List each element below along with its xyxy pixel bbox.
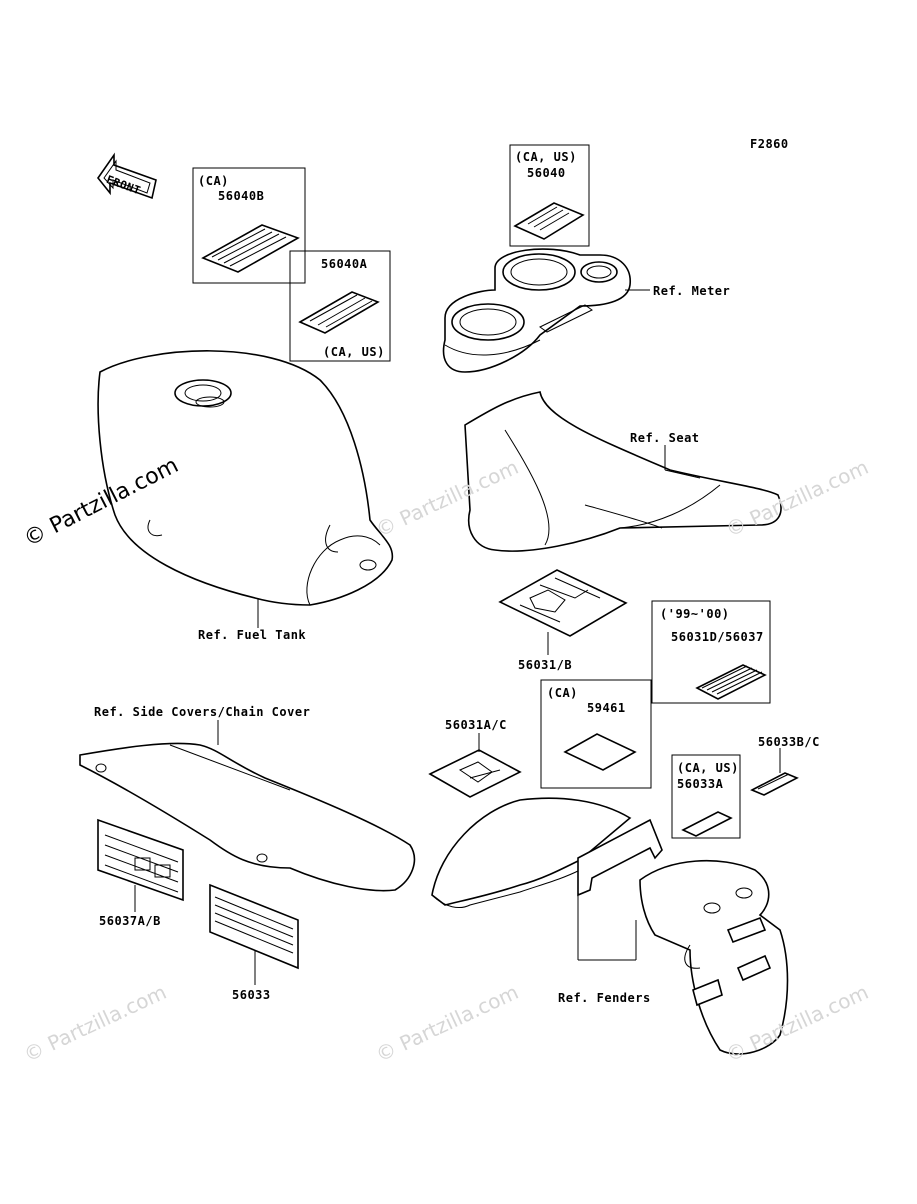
label-56040a: 56040A	[321, 257, 368, 271]
decal-56031ac-icon	[428, 749, 522, 798]
label-ref-fuel-tank: Ref. Fuel Tank	[198, 628, 307, 642]
front-fender-icon	[431, 797, 663, 908]
side-cover-icon	[79, 742, 416, 892]
label-56031d-56037: 56031D/56037	[671, 630, 764, 644]
label-ca-2: (CA)	[547, 686, 578, 700]
label-56033a: 56033A	[677, 777, 724, 791]
label-56037ab: 56037A/B	[99, 914, 161, 928]
fuel-tank-icon	[97, 350, 394, 606]
front-arrow-icon	[97, 152, 157, 200]
seat-icon	[464, 391, 782, 552]
meter-icon	[442, 248, 631, 373]
decal-59461-icon	[563, 733, 637, 771]
decal-56040b-icon	[201, 224, 300, 273]
decal-56033-icon	[209, 883, 299, 970]
label-56033: 56033	[232, 988, 271, 1002]
decal-56031b-icon	[498, 569, 628, 637]
label-years: ('99~'00)	[660, 607, 730, 621]
label-56040: 56040	[527, 166, 566, 180]
label-56033bc: 56033B/C	[758, 735, 820, 749]
label-ca-us-3: (CA, US)	[677, 761, 739, 775]
decal-56040-icon	[513, 202, 585, 240]
label-59461: 59461	[587, 701, 626, 715]
label-ca-1: (CA)	[198, 174, 229, 188]
label-box-56040a	[289, 250, 391, 362]
decal-56040a-icon	[298, 291, 380, 334]
decal-56031d-icon	[695, 664, 767, 700]
label-ref-seat: Ref. Seat	[630, 431, 700, 445]
label-ca-us-2: (CA, US)	[515, 150, 577, 164]
decal-56033a-icon	[681, 811, 733, 837]
label-box-56031d	[651, 600, 771, 704]
label-box-56040	[509, 144, 590, 247]
figure-code: F2860	[750, 137, 789, 151]
rear-fender-icon	[639, 859, 789, 1055]
decal-56037ab-icon	[97, 818, 184, 902]
label-box-59461	[540, 679, 652, 789]
label-box-56033a	[671, 754, 741, 839]
label-ref-meter: Ref. Meter	[653, 284, 731, 298]
label-box-56040b	[192, 167, 306, 284]
label-ref-fenders: Ref. Fenders	[558, 991, 651, 1005]
label-56031ac: 56031A/C	[445, 718, 507, 732]
label-56031b: 56031/B	[518, 658, 573, 672]
label-ca-us-1: (CA, US)	[323, 345, 385, 359]
decal-56033bc-icon	[750, 772, 799, 796]
label-56040b: 56040B	[218, 189, 265, 203]
label-ref-side-covers: Ref. Side Covers/Chain Cover	[94, 705, 311, 719]
